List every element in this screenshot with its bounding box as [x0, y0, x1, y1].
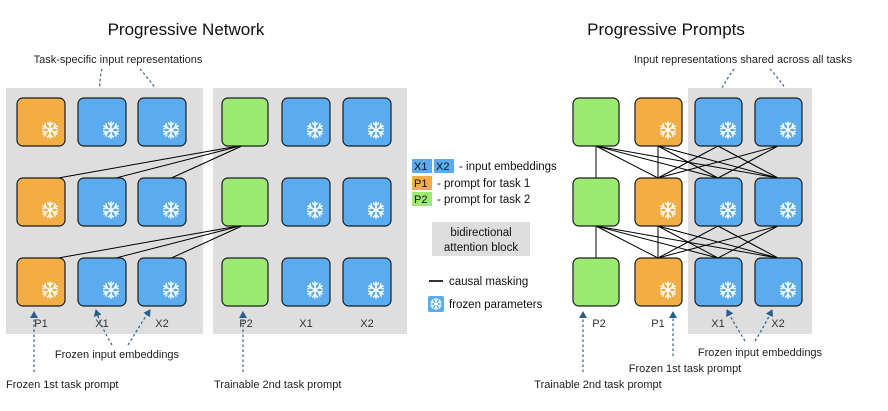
legend-x2-swatch: [434, 159, 454, 173]
left-col-x1-b: [281, 97, 331, 307]
legend-p2-text: - prompt for task 2: [437, 194, 530, 206]
token-x2: [342, 97, 392, 147]
token-x2: [342, 257, 392, 307]
right-title: Progressive Prompts: [587, 20, 745, 39]
token-x1: [77, 177, 127, 227]
col-label-p2: P2: [239, 318, 252, 330]
token-x1: [281, 257, 331, 307]
left-bottom-arrow-x2: [127, 309, 151, 346]
token-x1: [694, 177, 743, 227]
legend-frozen-text: frozen parameters: [449, 299, 543, 311]
legend-block-line2: attention block: [444, 242, 518, 254]
left-col-x2-b: [342, 97, 392, 307]
legend-p1-swatch: [412, 176, 432, 190]
left-col-x2: [137, 97, 187, 307]
col-label-x2: X2: [155, 318, 168, 330]
right-top-note: Input representations shared across all …: [634, 54, 853, 66]
legend-p1-text: - prompt for task 1: [437, 178, 530, 190]
left-col-x1: [77, 97, 127, 307]
token-p2: [221, 257, 269, 307]
token-x2: [137, 257, 187, 307]
col-label-p1: P1: [651, 318, 664, 330]
right-bottom-note-1: Frozen 1st task prompt: [629, 363, 742, 375]
col-label-p2: P2: [592, 318, 605, 330]
token-p1: [16, 257, 66, 307]
right-top-arrow-1: [717, 68, 735, 96]
token-p2: [572, 257, 620, 307]
token-x2: [754, 177, 803, 227]
left-col-p2: [221, 97, 269, 307]
right-col-p1: [634, 97, 683, 307]
right-bottom-note-2: Frozen input embeddings: [698, 347, 823, 359]
legend-x1-tag: X1: [414, 161, 427, 173]
right-col-p2: [572, 97, 620, 307]
token-x1: [281, 177, 331, 227]
token-x2: [137, 97, 187, 147]
token-x2: [342, 177, 392, 227]
legend-embeddings-text: - input embeddings: [459, 161, 557, 173]
col-label-p1: P1: [34, 318, 47, 330]
col-label-x2: X2: [771, 318, 784, 330]
right-bottom-note-3: Trainable 2nd task prompt: [534, 379, 661, 391]
legend-causal-text: causal masking: [449, 276, 528, 288]
token-p1: [634, 97, 683, 147]
left-bottom-arrow-x1: [93, 309, 113, 346]
legend-p2-tag: P2: [414, 194, 427, 206]
col-label-x1: X1: [95, 318, 108, 330]
legend-x1-swatch: [412, 159, 432, 173]
token-x1: [694, 257, 743, 307]
col-label-x1: X1: [299, 318, 312, 330]
left-top-arrow-1: [95, 68, 104, 96]
token-p1: [634, 257, 683, 307]
right-edges: [595, 145, 779, 259]
left-title: Progressive Network: [108, 20, 265, 39]
token-p2: [221, 97, 269, 147]
token-p1: [16, 97, 66, 147]
token-p2: [572, 97, 620, 147]
right-col-x2: [754, 97, 803, 307]
token-x2: [137, 177, 187, 227]
left-col-p1: [16, 97, 66, 307]
legend-p2-swatch: [412, 192, 432, 206]
legend-block-swatch: [432, 222, 530, 256]
left-top-arrow-2: [139, 68, 161, 96]
token-x1: [694, 97, 743, 147]
left-bottom-right-note: Trainable 2nd task prompt: [214, 379, 341, 391]
legend-p1-tag: P1: [414, 178, 427, 190]
right-col-x1: [694, 97, 743, 307]
legend-x2-tag: X2: [436, 161, 449, 173]
left-bottom-left-note: Frozen 1st task prompt: [6, 379, 119, 391]
legend: X1 X2 - input embeddings P1 - prompt for…: [412, 159, 557, 312]
right-top-arrow-2: [769, 68, 791, 96]
token-x1: [77, 257, 127, 307]
left-bottom-note: Frozen input embeddings: [55, 349, 180, 361]
legend-block-line1: bidirectional: [450, 227, 511, 239]
token-p2: [221, 177, 269, 227]
token-p2: [572, 177, 620, 227]
col-label-x2: X2: [360, 318, 373, 330]
left-edges: [46, 144, 245, 261]
token-x2: [754, 97, 803, 147]
token-p1: [634, 177, 683, 227]
token-x1: [281, 97, 331, 147]
token-x2: [754, 257, 803, 307]
col-label-x1: X1: [711, 318, 724, 330]
token-p1: [16, 177, 66, 227]
token-x1: [77, 97, 127, 147]
left-top-note: Task-specific input representations: [34, 54, 203, 66]
